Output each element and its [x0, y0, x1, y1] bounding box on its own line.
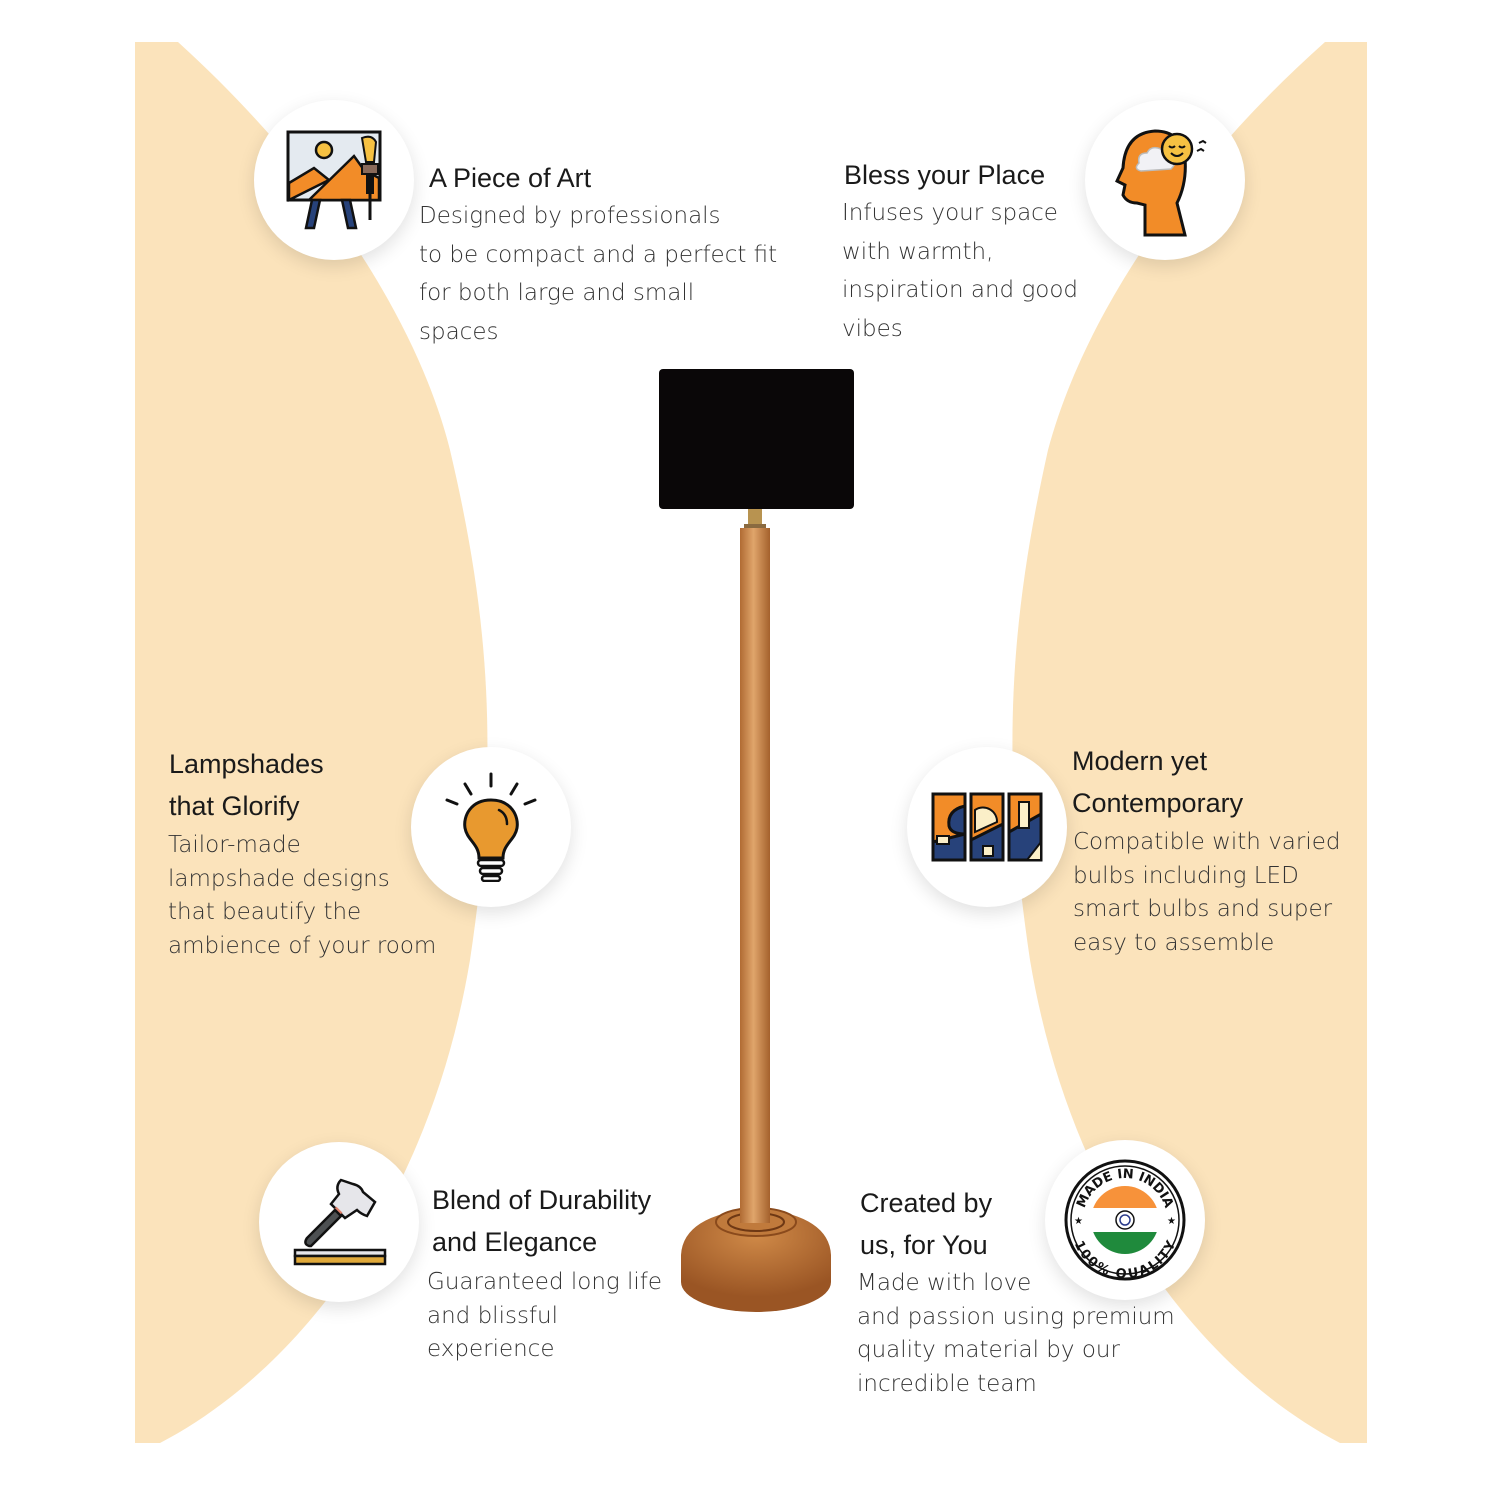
feature-title: A Piece of Art: [429, 163, 592, 193]
feature-icon-circle: [254, 100, 414, 260]
feature-title: Lampshades that Glorify: [169, 749, 324, 821]
happy-mind-head-icon: [1115, 128, 1207, 236]
feature-description: Made with love and passion using premium…: [857, 1270, 1175, 1397]
made-in-india-badge-icon: MADE IN INDIA 100% QUALITY ★ ★: [1064, 1159, 1186, 1282]
easel-painting-icon: [286, 130, 382, 229]
feature-icon-circle: MADE IN INDIA 100% QUALITY ★ ★: [1045, 1140, 1205, 1300]
modern-art-panels-icon: [931, 792, 1043, 862]
svg-text:★: ★: [1074, 1216, 1083, 1227]
feature-icon-circle: [1085, 100, 1245, 260]
hammer-plank-icon: [293, 1178, 387, 1266]
feature-description: Guaranteed long life and blissful experi…: [427, 1269, 663, 1362]
feature-title: Blend of Durability and Elegance: [432, 1185, 652, 1257]
lampshade: [659, 369, 854, 509]
left-peach-shape: [135, 42, 488, 1443]
lamp-fitting: [744, 509, 766, 530]
feature-description: Compatible with varied bulbs including L…: [1073, 829, 1341, 956]
svg-text:★: ★: [1167, 1216, 1176, 1227]
feature-title: Modern yet Contemporary: [1072, 746, 1244, 818]
feature-title: Bless your Place: [844, 160, 1046, 190]
lamp-pole: [740, 528, 770, 1218]
feature-icon-circle: [259, 1142, 419, 1302]
light-bulb-icon: [445, 772, 537, 882]
feature-icon-circle: [907, 747, 1067, 907]
feature-description: Designed by professionals to be compact …: [419, 203, 778, 345]
feature-title: Created by us, for You: [860, 1188, 993, 1260]
feature-description: Tailor-made lampshade designs that beaut…: [168, 832, 437, 959]
feature-description: Infuses your space with warmth, inspirat…: [842, 200, 1078, 342]
lamp-base: [681, 1195, 831, 1312]
right-peach-shape: [1012, 42, 1367, 1443]
feature-icon-circle: [411, 747, 571, 907]
